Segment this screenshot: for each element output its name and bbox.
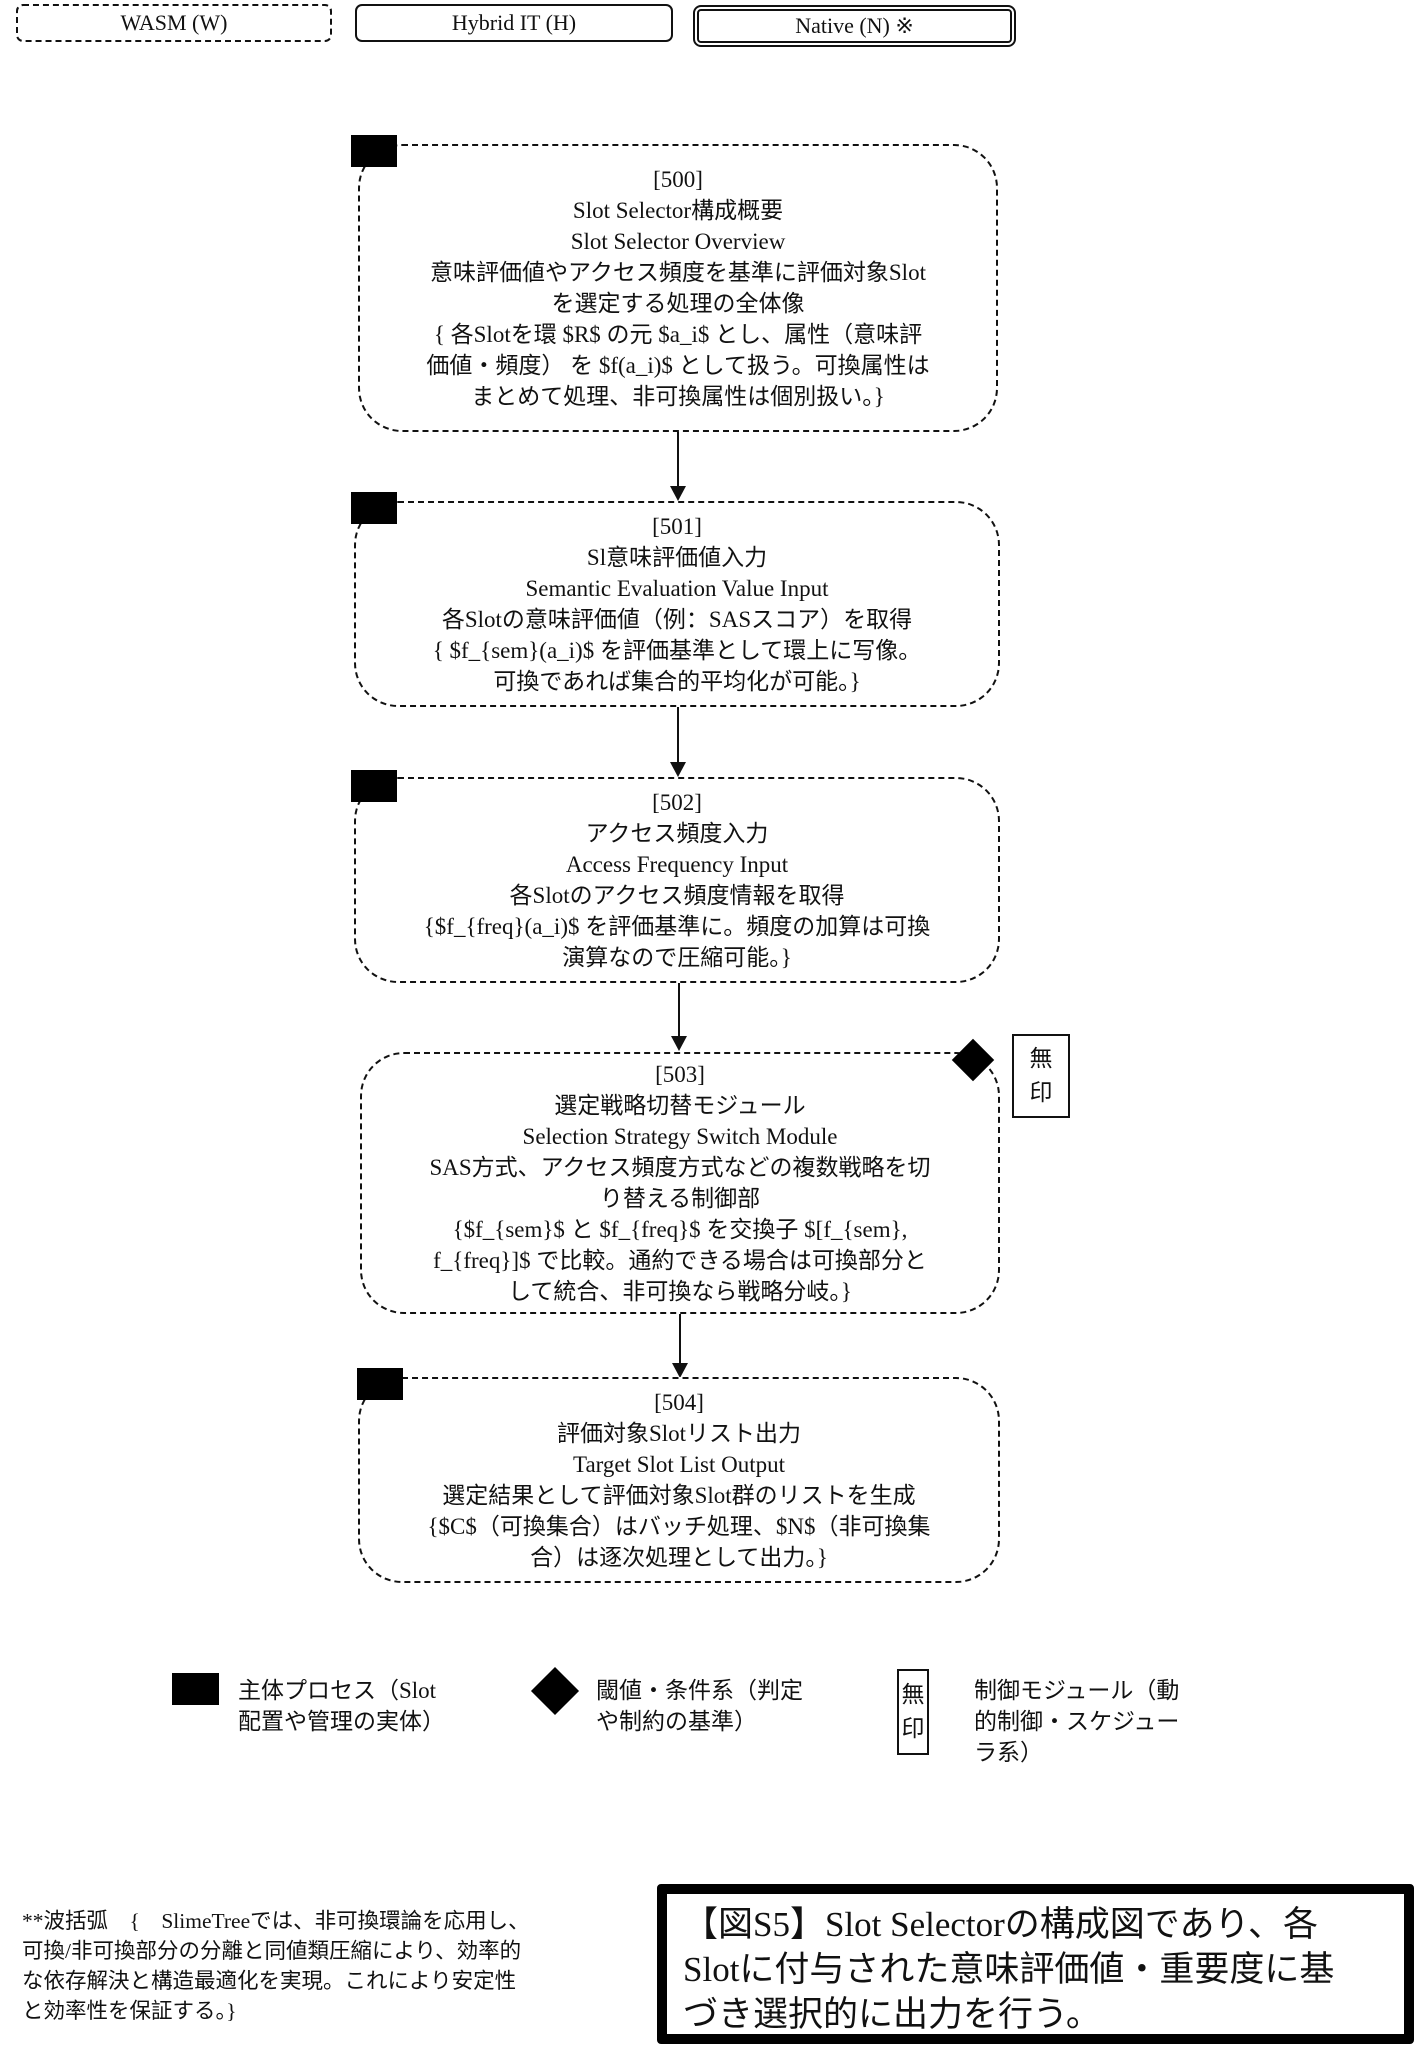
- legend-line: や制約の基準）: [596, 1709, 757, 1734]
- caption-line: 【図S5】Slot Selectorの構成図であり、各: [683, 1905, 1319, 1944]
- caption-line: づき選択的に出力を行う。: [683, 1995, 1101, 2034]
- footnote: **波括弧 { SlimeTreeでは、非可換環論を応用し、 可換/非可換部分の…: [22, 1906, 642, 2026]
- node-desc: 選定結果として評価対象Slot群のリストを生成: [442, 1483, 916, 1508]
- node-note: まとめて処理、非可換属性は個別扱い。}: [471, 384, 885, 409]
- connector-502-503: [678, 983, 680, 1037]
- node-503: [503] 選定戦略切替モジュール Selection Strategy Swi…: [360, 1052, 1000, 1314]
- control-label-char: 無: [901, 1682, 925, 1707]
- node-note: f_{freq}]$ で比較。通約できる場合は可換部分と: [433, 1248, 927, 1273]
- node-note: して統合、非可換なら戦略分岐。}: [508, 1279, 852, 1304]
- node-desc: り替える制御部: [599, 1186, 761, 1211]
- connector-500-501: [677, 432, 679, 487]
- legend-line: 配置や管理の実体）: [238, 1709, 445, 1734]
- legend-line: ラ系）: [974, 1740, 1043, 1765]
- node-note: {$C$（可換集合）はバッチ処理、$N$（非可換集: [427, 1514, 931, 1539]
- legend-square-icon: [172, 1673, 219, 1705]
- node-501: [501] Sl意味評価値入力 Semantic Evaluation Valu…: [354, 501, 1000, 707]
- node-500: [500] Slot Selector構成概要 Slot Selector Ov…: [358, 144, 998, 432]
- arrow-down-icon: [672, 1363, 688, 1378]
- node-id: [502]: [652, 790, 702, 815]
- process-square-icon: [351, 492, 397, 524]
- process-square-icon: [351, 135, 397, 167]
- node-title-ja: 選定戦略切替モジュール: [554, 1093, 806, 1118]
- node-id: [503]: [655, 1062, 705, 1087]
- legend-line: 的制御・スケジュー: [974, 1709, 1180, 1734]
- tab-native[interactable]: Native (N) ※: [693, 5, 1016, 47]
- node-note: 価値・頻度） を $f(a_i)$ として扱う。可換属性は: [426, 353, 930, 378]
- footnote-line: **波括弧 { SlimeTreeでは、非可換環論を応用し、: [22, 1909, 530, 1933]
- node-desc: 各Slotのアクセス頻度情報を取得: [509, 883, 845, 908]
- node-desc: 各Slotの意味評価値（例：SASスコア）を取得: [441, 607, 913, 632]
- connector-501-502: [677, 707, 679, 762]
- node-note: {$f_{freq}(a_i)$ を評価基準に。頻度の加算は可換: [423, 914, 931, 939]
- tab-hybrid-it[interactable]: Hybrid IT (H): [355, 4, 673, 42]
- figure-caption: 【図S5】Slot Selectorの構成図であり、各 Slotに付与された意味…: [657, 1884, 1414, 2044]
- legend-line: 閾値・条件系（判定: [596, 1678, 803, 1703]
- footnote-line: と効率性を保証する。}: [22, 1999, 237, 2023]
- legend-process-label: 主体プロセス（Slot 配置や管理の実体）: [238, 1675, 478, 1737]
- node-title-ja: 評価対象Slotリスト出力: [556, 1421, 802, 1446]
- node-note: { $f_{sem}(a_i)$ を評価基準として環上に写像。: [432, 638, 922, 663]
- arrow-down-icon: [670, 762, 686, 777]
- caption-line: Slotに付与された意味評価値・重要度に基: [683, 1950, 1335, 1989]
- arrow-down-icon: [671, 1036, 687, 1051]
- node-title-en: Slot Selector Overview: [570, 229, 786, 254]
- connector-503-504: [679, 1314, 681, 1364]
- process-square-icon: [351, 770, 397, 802]
- node-desc: 意味評価値やアクセス頻度を基準に評価対象Slot: [430, 260, 926, 285]
- legend-line: 制御モジュール（動: [974, 1678, 1180, 1703]
- legend-control-box-icon: 無 印: [897, 1669, 929, 1755]
- node-desc: を選定する処理の全体像: [551, 291, 805, 316]
- legend-threshold-label: 閾値・条件系（判定 や制約の基準）: [596, 1675, 836, 1737]
- legend-diamond-icon: [530, 1666, 580, 1716]
- node-note: {$f_{sem}$ と $f_{freq}$ を交換子 $[f_{sem},: [452, 1217, 908, 1242]
- legend-control-label: 制御モジュール（動 的制御・スケジュー ラ系）: [974, 1675, 1234, 1768]
- tab-native-label: Native (N) ※: [795, 13, 914, 38]
- node-title-ja: Slot Selector構成概要: [572, 198, 784, 223]
- node-504: [504] 評価対象Slotリスト出力 Target Slot List Out…: [358, 1377, 1000, 1583]
- node-id: [501]: [652, 514, 702, 539]
- tab-wasm-label: WASM (W): [120, 10, 228, 35]
- footnote-line: な依存解決と構造最適化を実現。これにより安定性: [22, 1969, 517, 1993]
- node-title-en: Selection Strategy Switch Module: [522, 1124, 838, 1149]
- control-module-box: 無 印: [1012, 1034, 1070, 1118]
- control-label-char: 印: [901, 1716, 925, 1741]
- node-title-ja: アクセス頻度入力: [585, 821, 769, 846]
- node-note: 演算なので圧縮可能。}: [562, 945, 792, 970]
- tab-hybrid-it-label: Hybrid IT (H): [451, 10, 577, 35]
- control-label-char: 無: [1029, 1046, 1053, 1071]
- node-502: [502] アクセス頻度入力 Access Frequency Input 各S…: [354, 777, 1000, 983]
- node-title-en: Semantic Evaluation Value Input: [525, 576, 829, 601]
- footnote-line: 可換/非可換部分の分離と同値類圧縮により、効率的: [22, 1939, 522, 1963]
- process-square-icon: [357, 1368, 403, 1400]
- control-label-char: 印: [1029, 1080, 1053, 1105]
- arrow-down-icon: [670, 486, 686, 501]
- node-note: 合）は逐次処理として出力。}: [530, 1545, 828, 1570]
- legend-line: 主体プロセス（Slot: [238, 1678, 437, 1703]
- node-title-en: Access Frequency Input: [565, 852, 789, 877]
- node-title-ja: Sl意味評価値入力: [586, 545, 768, 570]
- node-id: [504]: [654, 1390, 704, 1415]
- node-desc: SAS方式、アクセス頻度方式などの複数戦略を切: [429, 1155, 931, 1180]
- node-note: { 各Slotを環 $R$ の元 $a_i$ とし、属性（意味評: [433, 322, 923, 347]
- node-note: 可換であれば集合的平均化が可能。}: [493, 669, 861, 694]
- tab-wasm[interactable]: WASM (W): [16, 4, 332, 42]
- node-title-en: Target Slot List Output: [573, 1452, 785, 1477]
- node-id: [500]: [653, 167, 703, 192]
